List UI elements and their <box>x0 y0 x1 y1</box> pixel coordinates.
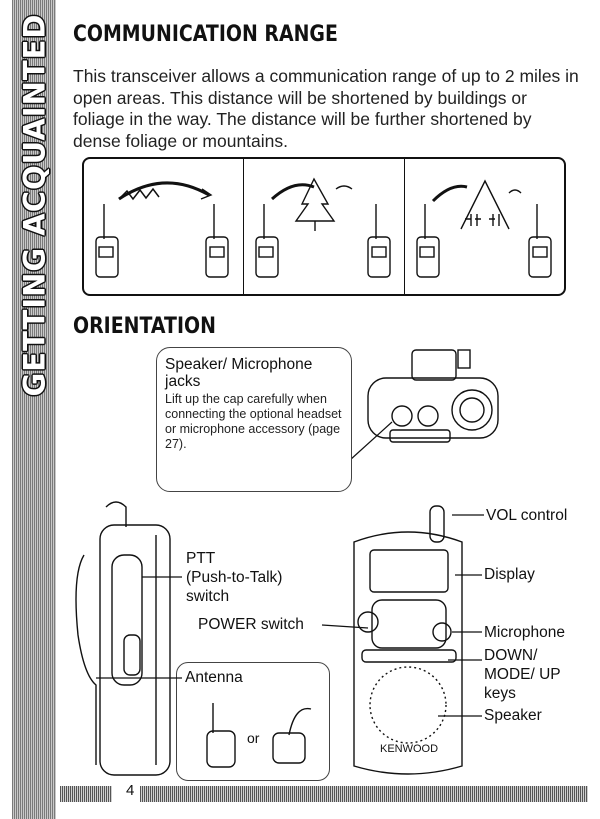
jacks-callout-text: Lift up the cap carefully when connectin… <box>165 392 342 451</box>
antenna-inset: Antenna or <box>176 662 330 781</box>
jacks-callout-title: Speaker/ Microphone jacks <box>165 356 313 390</box>
range-panel-foliage <box>244 159 405 294</box>
communication-range-heading: COMMUNICATION RANGE <box>73 22 338 47</box>
ptt-switch-label: switch <box>186 588 230 605</box>
mountains-illustration <box>415 179 552 278</box>
radio-side-view-drawing <box>75 501 171 776</box>
ptt-label: PTT <box>186 550 216 567</box>
foliage-illustration <box>255 177 392 278</box>
radio-top-view-drawing <box>349 349 499 461</box>
brand-logo: KENWOOD <box>380 743 438 755</box>
keys-label-line2: MODE/ UP <box>484 666 561 683</box>
orientation-heading: ORIENTATION <box>73 314 216 339</box>
page-number: 4 <box>123 782 138 799</box>
antenna-inset-drawing <box>206 703 312 768</box>
footer-bar <box>60 786 588 802</box>
antenna-label: Antenna <box>185 669 243 686</box>
display-label: Display <box>484 566 535 583</box>
microphone-label: Microphone <box>484 624 565 641</box>
range-panel-mountains <box>405 159 564 294</box>
radio-front-view-drawing: KENWOOD <box>353 505 463 775</box>
jacks-callout: Speaker/ Microphone jacks Lift up the ca… <box>156 347 352 492</box>
antenna-or-label: or <box>247 730 260 746</box>
range-illustrations <box>82 157 566 296</box>
side-banner-strip <box>12 0 56 819</box>
speaker-label: Speaker <box>484 707 542 724</box>
ptt-sub-label: (Push-to-Talk) <box>186 569 283 586</box>
open-area-illustration <box>95 181 229 278</box>
keys-label-line3: keys <box>484 685 516 702</box>
range-panel-open <box>84 159 245 294</box>
vol-control-label: VOL control <box>486 507 568 524</box>
power-switch-label: POWER switch <box>198 616 304 633</box>
keys-label-line1: DOWN/ <box>484 647 538 664</box>
communication-range-paragraph: This transceiver allows a communication … <box>73 66 579 151</box>
